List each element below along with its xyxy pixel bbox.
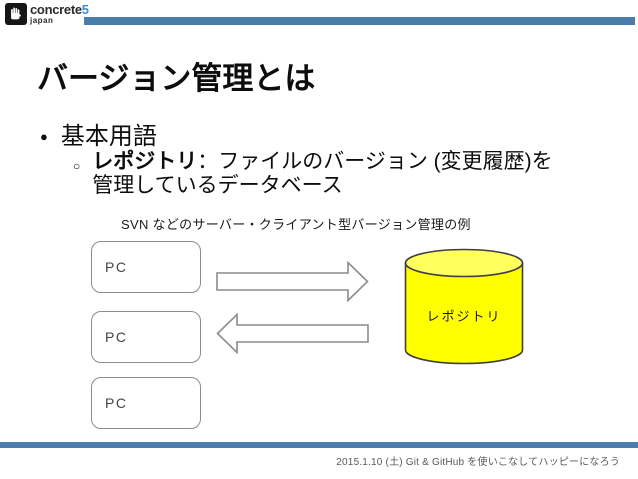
logo-brand: concrete5 — [30, 2, 89, 17]
footer-accent-bar — [0, 442, 638, 448]
definition-line2: 管理しているデータベース — [92, 174, 343, 197]
disc-bullet-icon: ● — [40, 128, 48, 144]
hand-icon — [5, 3, 27, 25]
pc-box-3: PC — [91, 377, 201, 429]
bullet-level1-label: 基本用語 — [60, 123, 157, 150]
database-icon — [404, 248, 524, 365]
circle-bullet-icon: ○ — [73, 159, 81, 173]
definition-line1: ファイルのバージョン (変更履歴)を — [218, 150, 553, 173]
diagram-caption: SVN などのサーバー・クライアント型バージョン管理の例 — [121, 217, 471, 232]
pc-box-3-label: PC — [105, 395, 128, 411]
logo-text: concrete5 japan — [30, 3, 89, 25]
pc-box-1-label: PC — [105, 259, 128, 275]
logo-subtitle: japan — [30, 16, 54, 25]
bullet-level2-text: レポジトリ：ファイルのバージョン (変更履歴)を管理しているデータベース — [92, 150, 552, 198]
pc-box-1: PC — [91, 241, 201, 293]
footer-text: 2015.1.10 (土) Git & GitHub を使いこなしてハッピーにな… — [336, 457, 620, 468]
bullet-item-basic-terms: ● 基本用語 — [40, 116, 157, 151]
right-arrow-icon — [216, 261, 369, 302]
concrete5-japan-logo: concrete5 japan — [5, 3, 89, 25]
repository-term: レポジトリ — [92, 150, 198, 173]
logo-brand-accent: 5 — [81, 2, 89, 17]
left-arrow-icon — [216, 313, 369, 354]
bullet-item-repository: ○ レポジトリ：ファイルのバージョン (変更履歴)を管理しているデータベース — [73, 150, 578, 198]
header-accent-bar — [84, 17, 635, 25]
term-separator: ： — [197, 150, 219, 173]
pc-box-2-label: PC — [105, 329, 128, 345]
page-title: バージョン管理とは — [37, 61, 316, 96]
cylinder-label: レポジトリ — [426, 309, 502, 324]
repository-database-cylinder: レポジトリ — [404, 248, 524, 368]
pc-box-2: PC — [91, 311, 201, 363]
